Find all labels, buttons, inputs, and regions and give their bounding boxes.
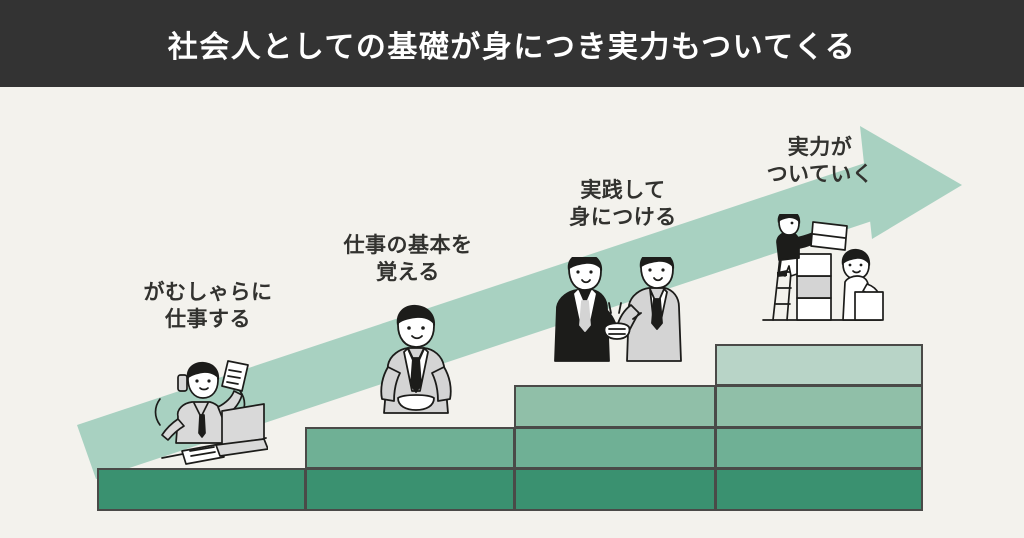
person-left-tie-icon	[579, 300, 591, 332]
step-label-2-line1: 仕事の基本を	[343, 234, 473, 257]
laptop-base-icon	[215, 438, 268, 457]
climber-head-icon	[778, 214, 800, 236]
person-right-tie-icon	[651, 298, 663, 330]
box-stack-mid-icon	[796, 275, 832, 299]
step-label-1-line2: 仕事する	[165, 307, 251, 331]
box-stack-bottom-icon	[796, 297, 832, 321]
page-title: 社会人としての基礎が身につき実力もついてくる	[167, 30, 857, 64]
step-label-3-line2: 身につける	[569, 205, 677, 229]
diagram-stage: がむしゃらに 仕事する 仕事の基本を 覚える 実践して 身につける 実力が つい…	[0, 87, 1024, 538]
person-left-mouth-icon	[581, 279, 591, 284]
step-label-2: 仕事の基本を 覚える	[323, 233, 493, 287]
growth-arrow	[77, 126, 962, 479]
bar-step-3-tier-3	[514, 385, 716, 428]
bar-step-3-tier-1	[514, 468, 716, 511]
step-label-2-line2: 覚える	[376, 260, 440, 284]
bar-step-4-tier-2	[715, 427, 923, 469]
growth-arrow-shaft	[77, 158, 899, 479]
bar-step-2-tier-2	[305, 427, 515, 469]
worker-eye-left-icon	[195, 379, 199, 383]
worker-eye-right-icon	[207, 379, 211, 383]
bar-step-3-tier-2	[514, 427, 716, 469]
document-held-icon	[221, 360, 249, 392]
person-right-eye-right-icon	[661, 268, 665, 272]
desk-paper-lines-icon	[189, 446, 216, 457]
person-right-eye-left-icon	[648, 268, 652, 272]
man-eye-left-icon	[407, 326, 411, 330]
document-lines-icon	[226, 369, 242, 385]
ladder-icon	[772, 247, 794, 321]
person-right-head-icon	[640, 257, 674, 289]
man-arm-right-icon	[431, 366, 452, 402]
lifted-box-flap-icon	[812, 233, 846, 239]
man-eye-right-icon	[421, 326, 425, 330]
bar-step-4-tier-4	[715, 344, 923, 386]
handshake-fingers-icon	[608, 328, 626, 335]
bar-step-2-tier-1	[305, 468, 515, 511]
man-lapel-left-icon	[407, 348, 417, 368]
worker-mouth-icon	[199, 387, 209, 391]
motion-arc-left-icon	[154, 398, 161, 426]
person-left-hair-icon	[567, 257, 603, 271]
worker-tie-icon	[198, 414, 206, 438]
bar-step-4-tier-1	[715, 468, 923, 511]
step-label-3: 実践して 身につける	[538, 178, 708, 232]
man-lapel-right-icon	[415, 348, 425, 368]
man-arm-left-icon	[380, 366, 401, 402]
title-bar: 社会人としての基礎が身につき実力もついてくる	[0, 0, 1024, 87]
handshake-hands-icon	[603, 322, 631, 340]
climber-shoe-icon	[777, 270, 787, 277]
phone-icon	[177, 374, 188, 392]
helper-eye-right-icon	[859, 263, 863, 267]
helper-hair-icon	[841, 248, 871, 266]
bar-step-1-tier-1	[97, 468, 306, 511]
helper-mouth-icon	[852, 270, 861, 274]
worker-arm-left-icon	[161, 418, 185, 441]
person-right-mouth-icon	[653, 277, 663, 282]
step-label-3-line1: 実践して	[580, 179, 666, 202]
step-label-1: がむしゃらに 仕事する	[123, 280, 293, 334]
helper-eye-left-icon	[848, 263, 852, 267]
person-right-hair-icon	[639, 257, 675, 269]
illustration-step-2	[380, 304, 452, 414]
step-label-1-line1: がむしゃらに	[143, 281, 273, 304]
climber-hair-icon	[777, 214, 801, 224]
staircase-bars	[0, 87, 1024, 538]
man-mouth-icon	[411, 335, 423, 340]
side-box-icon	[854, 291, 884, 321]
man-hair-icon	[396, 304, 436, 326]
person-left-eye-right-icon	[589, 270, 593, 274]
worker-hair-icon	[186, 361, 220, 380]
step-label-4-line2: ついていく	[766, 162, 874, 186]
climber-body-icon	[776, 231, 800, 261]
illustration-step-1	[154, 360, 268, 465]
man-tie-icon	[410, 357, 422, 393]
bar-step-4-tier-3	[715, 385, 923, 428]
person-left-eye-left-icon	[576, 270, 580, 274]
growth-arrow-head	[860, 126, 962, 239]
box-stack-top-icon	[796, 253, 832, 277]
laptop-screen-icon	[221, 403, 265, 446]
step-label-4-line1: 実力が	[787, 136, 853, 159]
step-label-4: 実力が ついていく	[735, 135, 905, 189]
illustration-step-3	[554, 257, 682, 362]
impact-lines-icon	[592, 302, 642, 320]
climber-eye-icon	[790, 221, 794, 225]
man-hands-icon	[397, 394, 435, 411]
illustration-step-4	[762, 214, 884, 321]
